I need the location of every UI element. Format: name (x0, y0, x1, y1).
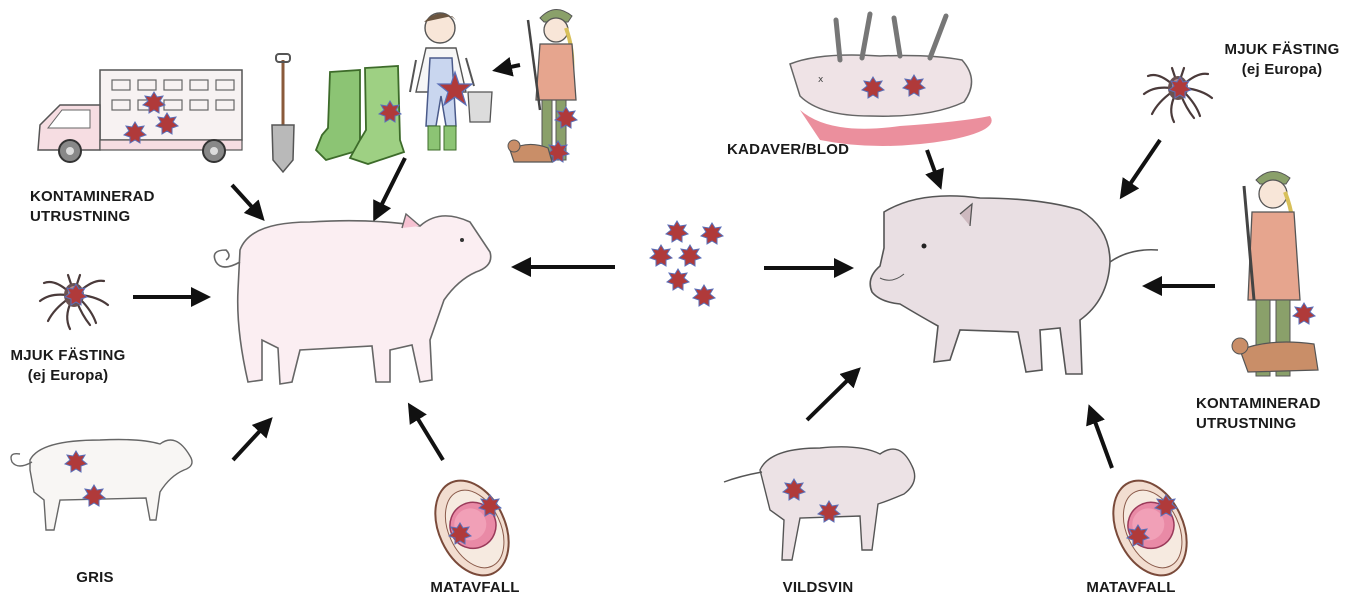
arrow-hunter-to-farmer (496, 65, 520, 70)
truck-icon (38, 70, 242, 162)
source-wild-boar-icon (724, 447, 915, 560)
dog-icon (1232, 338, 1318, 372)
carcass-icon: x (790, 14, 992, 146)
label-line-2: UTRUSTNING (1196, 414, 1321, 434)
virus-cluster (650, 221, 723, 306)
farmer-icon (410, 13, 492, 150)
label-line-1: KONTAMINERAD (30, 187, 155, 207)
label-soft-tick-left: MJUK FÄSTING (ej Europa) (8, 346, 128, 386)
label-carcass-blood: KADAVER/BLOD (727, 140, 849, 160)
tick-icon (40, 275, 108, 329)
label-wild-boar: VILDSVIN (768, 578, 868, 598)
wild-boar-icon (870, 196, 1158, 374)
label-line-1: MJUK FÄSTING (1222, 40, 1342, 60)
label-line-1: MJUK FÄSTING (8, 346, 128, 366)
label-contaminated-equipment-left: KONTAMINERAD UTRUSTNING (30, 187, 155, 227)
label-food-waste-right: MATAVFALL (1076, 578, 1186, 598)
label-food-waste-left: MATAVFALL (420, 578, 530, 598)
label-line-2: (ej Europa) (1222, 60, 1342, 80)
meat-slice-icon (1099, 469, 1201, 588)
hunter-icon (528, 9, 577, 162)
domestic-pig-icon (214, 214, 490, 384)
shovel-icon (272, 54, 294, 172)
label-contaminated-equipment-right: KONTAMINERAD UTRUSTNING (1196, 394, 1321, 434)
label-line-1: KONTAMINERAD (1196, 394, 1321, 414)
label-line-2: UTRUSTNING (30, 207, 155, 227)
label-soft-tick-right: MJUK FÄSTING (ej Europa) (1222, 40, 1342, 80)
tick-icon (1144, 68, 1212, 122)
label-pig: GRIS (70, 568, 120, 588)
source-pig-icon (11, 440, 192, 531)
boots-icon (316, 66, 404, 164)
meat-slice-icon (421, 469, 523, 588)
svg-text:x: x (818, 75, 824, 85)
label-line-2: (ej Europa) (8, 366, 128, 386)
